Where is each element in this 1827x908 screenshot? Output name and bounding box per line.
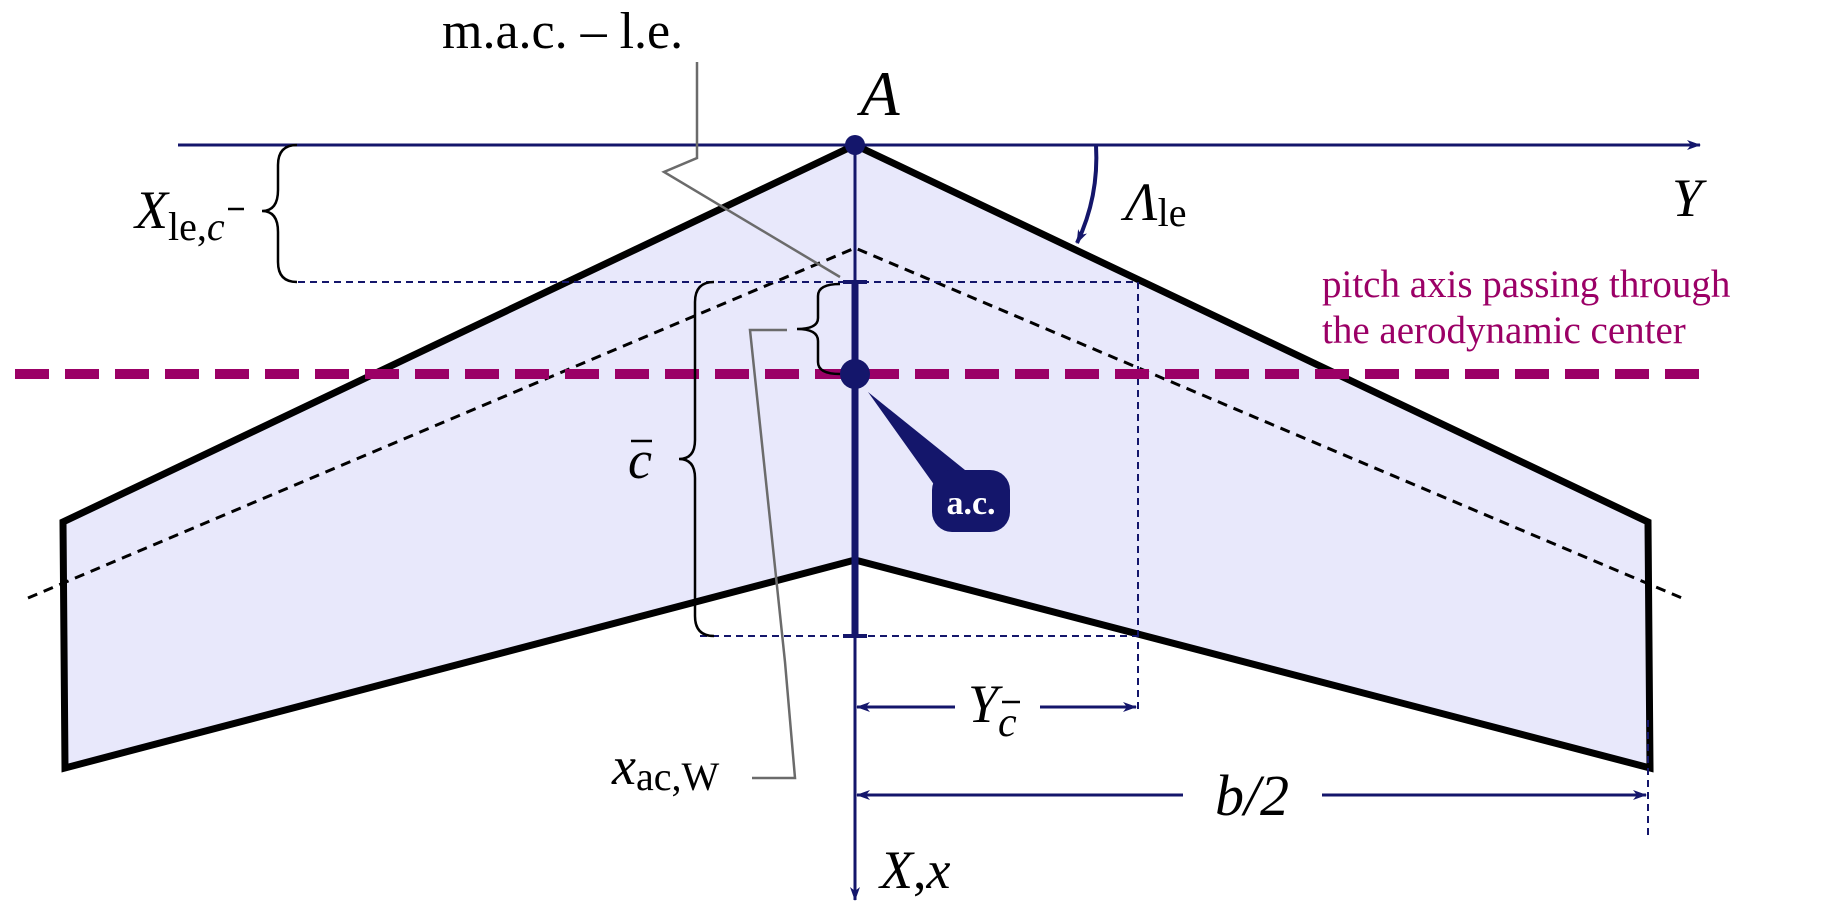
apex-point	[845, 135, 865, 155]
ac-point	[840, 359, 870, 389]
x-le-cbar-symbol: X	[133, 180, 170, 240]
x-ac-label: xac,W	[611, 736, 719, 799]
quarter-chord-line	[27, 246, 1683, 600]
x-axis-label-sep: ,	[913, 840, 927, 900]
x-ac-symbol: x	[611, 736, 636, 796]
b-half-label: b/2	[1215, 763, 1289, 828]
y-cbar-symbol: Y	[968, 674, 1003, 734]
x-axis-label-upper: X	[878, 840, 915, 900]
x-le-cbar-subscript: le,	[168, 204, 207, 249]
mac-le-label: m.a.c. – l.e.	[442, 3, 683, 60]
y-cbar-label: Yc	[968, 674, 1017, 746]
sweep-angle-arc	[1075, 144, 1099, 244]
x-ac-subscript: ac,W	[636, 754, 720, 799]
mac-le-reference-line	[298, 281, 1139, 710]
y-axis-label: Y	[1672, 168, 1707, 228]
mac-le-leader	[661, 62, 841, 279]
y-cbar-subscript: c	[998, 700, 1017, 746]
point-a-label: A	[856, 58, 900, 129]
pitch-axis-caption-line2: the aerodynamic center	[1322, 309, 1686, 352]
x-axis-label-lower: x	[926, 840, 951, 900]
pitch-axis-caption-line1: pitch axis passing through	[1322, 263, 1730, 306]
x-le-cbar-label: Xle,c	[133, 180, 225, 249]
sweep-angle-subscript: le	[1158, 190, 1187, 235]
cbar-label: c	[628, 430, 652, 490]
cbar-brace	[678, 280, 715, 638]
x-le-cbar-subscript-c: c	[207, 204, 225, 249]
x-le-brace	[261, 143, 298, 284]
ac-callout-pointer	[868, 392, 965, 500]
ac-callout-badge	[932, 470, 1010, 532]
x-axis-label: X,x	[878, 840, 951, 900]
x-ac-brace	[796, 282, 841, 376]
sweep-angle-symbol: Λ	[1120, 172, 1158, 232]
x-ac-leader	[748, 328, 797, 780]
sweep-angle-label: Λle	[1120, 172, 1187, 235]
ac-callout-label: a.c.	[946, 485, 995, 522]
